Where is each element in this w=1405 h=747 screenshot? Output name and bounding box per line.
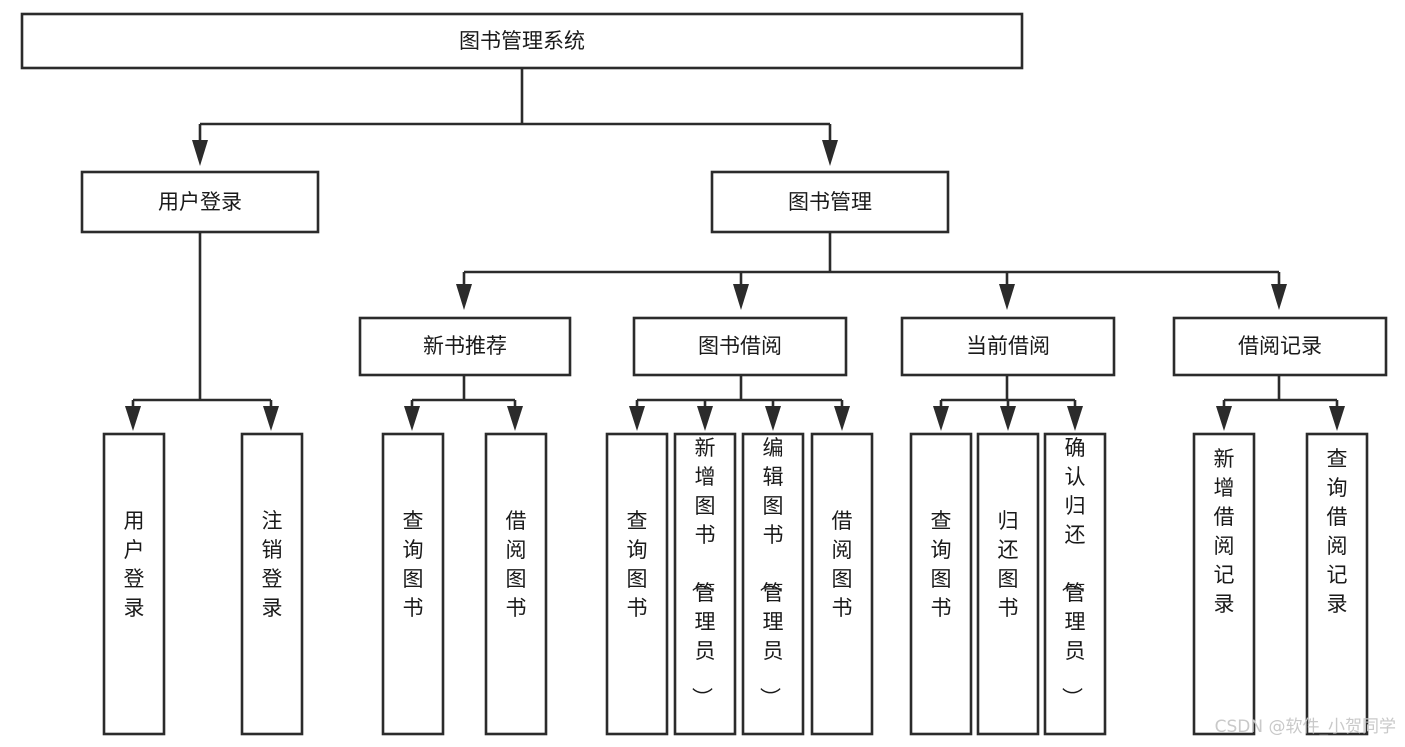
leaf-borrow-edit-book[interactable]: 编辑图书（管理员） [741, 432, 805, 736]
arrow-to-record-query [1329, 406, 1345, 431]
arrow-to-borrow-add [697, 406, 713, 431]
arrow-to-recommend-query [404, 406, 420, 431]
leaf-borrow-query-book-label: 查询图书 [627, 509, 648, 620]
arrow-to-current-borrow [999, 284, 1015, 310]
leaf-borrow-edit-book-box[interactable] [741, 432, 805, 736]
arrow-to-book-borrow [733, 284, 749, 310]
arrow-to-user-login-leaf [125, 406, 141, 431]
leaf-borrow-lend-book-label: 借阅图书 [832, 509, 853, 620]
leaf-current-confirm-return-label: 确认归还（管理员） [1060, 436, 1086, 708]
leaf-borrow-lend-book[interactable]: 借阅图书 [810, 432, 874, 736]
node-root-box[interactable] [20, 12, 1024, 70]
node-current-borrow-box[interactable] [900, 316, 1116, 377]
node-book-management[interactable]: 图书管理 [710, 170, 950, 234]
node-new-book-recommend[interactable]: 新书推荐 [358, 316, 572, 377]
leaf-record-query-record-label: 查询借阅记录 [1327, 447, 1348, 616]
leaf-recommend-query-book-label: 查询图书 [403, 509, 424, 620]
arrow-to-user-login [192, 140, 208, 166]
node-user-login-label: 用户登录 [158, 190, 242, 214]
node-root-label: 图书管理系统 [459, 29, 585, 53]
leaf-current-return-book-label: 归还图书 [998, 509, 1019, 620]
leaf-borrow-query-book[interactable]: 查询图书 [605, 432, 669, 736]
leaf-borrow-add-book-label: 新增图书（管理员） [690, 436, 716, 708]
leaf-borrow-lend-book-box[interactable] [810, 432, 874, 736]
node-book-borrow-label: 图书借阅 [698, 334, 782, 358]
leaf-current-return-book-box[interactable] [976, 432, 1040, 736]
leaf-record-add-record-box[interactable] [1192, 432, 1256, 736]
node-user-login[interactable]: 用户登录 [80, 170, 320, 234]
node-borrow-record[interactable]: 借阅记录 [1172, 316, 1388, 377]
node-user-login-box[interactable] [80, 170, 320, 234]
leaf-current-query-book[interactable]: 查询图书 [909, 432, 973, 736]
node-current-borrow-label: 当前借阅 [966, 334, 1050, 358]
node-new-book-recommend-label: 新书推荐 [423, 334, 507, 358]
arrow-to-record-add [1216, 406, 1232, 431]
leaf-current-query-book-box[interactable] [909, 432, 973, 736]
leaf-record-query-record-box[interactable] [1305, 432, 1369, 736]
leaf-record-query-record[interactable]: 查询借阅记录 [1305, 432, 1369, 736]
leaf-user-login-login[interactable]: 用户登录 [102, 432, 166, 736]
node-new-book-recommend-box[interactable] [358, 316, 572, 377]
node-book-borrow[interactable]: 图书借阅 [632, 316, 848, 377]
node-borrow-record-label: 借阅记录 [1238, 334, 1322, 358]
connector-group [125, 68, 1345, 431]
arrow-to-borrow-query [629, 406, 645, 431]
node-book-management-label: 图书管理 [788, 190, 872, 214]
leaf-current-confirm-return-box[interactable] [1043, 432, 1107, 736]
arrow-to-borrow-edit [765, 406, 781, 431]
arrow-to-current-query [933, 406, 949, 431]
node-book-borrow-box[interactable] [632, 316, 848, 377]
leaf-recommend-borrow-book-label: 借阅图书 [506, 509, 527, 620]
arrow-to-current-return [1000, 406, 1016, 431]
node-current-borrow[interactable]: 当前借阅 [900, 316, 1116, 377]
leaf-recommend-query-book[interactable]: 查询图书 [381, 432, 445, 736]
leaf-user-login-logout-box[interactable] [240, 432, 304, 736]
leaf-user-login-logout-label: 注销登录 [262, 509, 283, 620]
leaf-recommend-borrow-book[interactable]: 借阅图书 [484, 432, 548, 736]
leaf-borrow-add-book[interactable]: 新增图书（管理员） [673, 432, 737, 736]
leaf-user-login-login-box[interactable] [102, 432, 166, 736]
node-book-management-box[interactable] [710, 170, 950, 234]
leaf-recommend-query-book-box[interactable] [381, 432, 445, 736]
leaf-borrow-edit-book-label: 编辑图书（管理员） [758, 436, 784, 708]
arrow-to-book-management [822, 140, 838, 166]
leaf-borrow-query-book-box[interactable] [605, 432, 669, 736]
leaf-recommend-borrow-book-box[interactable] [484, 432, 548, 736]
leaf-record-add-record-label: 新增借阅记录 [1214, 447, 1235, 616]
leaf-user-login-login-label: 用户登录 [124, 509, 145, 620]
arrow-to-borrow-lend [834, 406, 850, 431]
leaf-current-confirm-return[interactable]: 确认归还（管理员） [1043, 432, 1107, 736]
arrow-to-current-confirm [1067, 406, 1083, 431]
node-root-system[interactable]: 图书管理系统 [20, 12, 1024, 70]
node-borrow-record-box[interactable] [1172, 316, 1388, 377]
arrow-to-logout-leaf [263, 406, 279, 431]
leaf-record-add-record[interactable]: 新增借阅记录 [1192, 432, 1256, 736]
csdn-watermark: CSDN @软件_小贺同学 [1215, 717, 1396, 737]
leaf-current-query-book-label: 查询图书 [931, 509, 952, 620]
arrow-to-new-book-recommend [456, 284, 472, 310]
arrow-to-recommend-borrow [507, 406, 523, 431]
leaf-borrow-add-book-box[interactable] [673, 432, 737, 736]
arrow-to-borrow-record [1271, 284, 1287, 310]
leaf-current-return-book[interactable]: 归还图书 [976, 432, 1040, 736]
leaf-user-login-logout[interactable]: 注销登录 [240, 432, 304, 736]
